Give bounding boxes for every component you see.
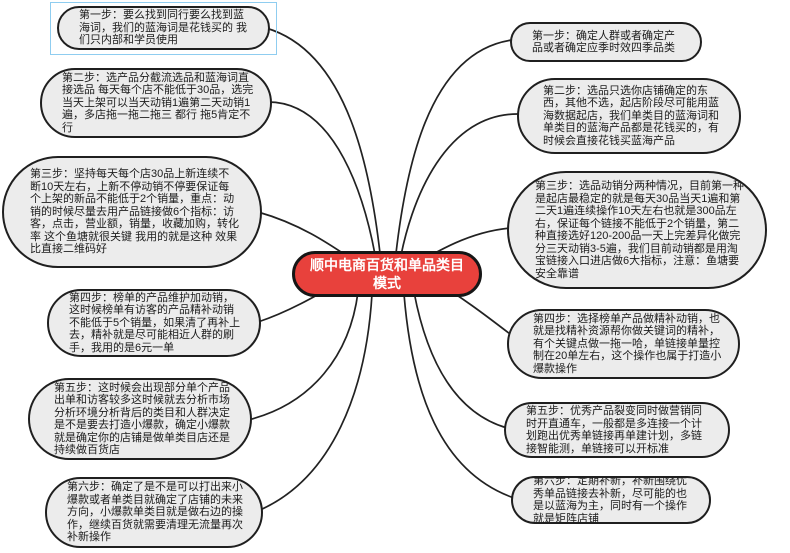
node-text: 第一步：要么找到同行要么找到蓝海词，我们的蓝海词是花钱买的 我们只内部和学员使用: [79, 9, 248, 47]
node-text: 第三步：选品动销分两种情况，目前第一种是起店最稳定的就是每天30品当天1遍和第二…: [535, 180, 744, 280]
mindmap-node-left-step-5[interactable]: 第五步：这时候会出现部分单个产品出单和访客较多这时候就去分析市场分析环境分析背后…: [28, 378, 252, 460]
node-text: 第六步：定期补新，补新围绕优秀单品链接去补新，尽可能的也是以蓝海为主，同时有一个…: [533, 476, 687, 524]
connector-left-2: [267, 101, 379, 273]
mindmap-node-right-step-2[interactable]: 第二步：选品只选你店铺确定的东西，其他不选，起店阶段尽可能用蓝海数据起店，我们单…: [517, 78, 741, 154]
connector-left-6: [259, 293, 373, 511]
connector-right-1: [393, 39, 513, 273]
node-text: 第四步：选择榜单产品做精补动销，也就是找精补资源帮你做关键词的精补，有个关键点做…: [533, 312, 722, 375]
connector-right-6: [403, 293, 515, 499]
mindmap-node-right-step-6[interactable]: 第六步：定期补新，补新围绕优秀单品链接去补新，尽可能的也是以蓝海为主，同时有一个…: [511, 476, 711, 524]
mindmap-node-right-step-5[interactable]: 第五步：优秀产品裂变同时做营销同时开直通车，一般都是多连接一个计划跑出优秀单链接…: [504, 402, 730, 458]
connector-right-2: [397, 113, 521, 273]
mindmap-node-left-step-1[interactable]: 第一步：要么找到同行要么找到蓝海词，我们的蓝海词是花钱买的 我们只内部和学员使用: [57, 6, 270, 50]
mindmap-node-left-step-4[interactable]: 第四步：榜单的产品维护加动销，这时候榜单有访客的产品精补动销不能低于5个销量，如…: [47, 289, 261, 357]
node-text: 第三步：坚持每天每个店30品上新连续不断10天左右，上新不停动销不停要保证每个上…: [30, 168, 239, 256]
connector-left-5: [247, 291, 359, 421]
node-text: 第四步：榜单的产品维护加动销，这时候榜单有访客的产品精补动销不能低于5个销量，如…: [69, 291, 241, 354]
node-text: 第一步：确定人群或者确定产品或者确定应季时效四季品类: [532, 29, 675, 55]
mindmap-node-left-step-3[interactable]: 第三步：坚持每天每个店30品上新连续不断10天左右，上新不停动销不停要保证每个上…: [2, 156, 262, 268]
central-topic[interactable]: 顺中电商百货和单品类目模式: [292, 251, 482, 297]
node-text: 第二步：选品只选你店铺确定的东西，其他不选，起店阶段尽可能用蓝海数据起店，我们单…: [543, 84, 719, 147]
central-topic-label: 顺中电商百货和单品类目模式: [310, 257, 464, 291]
mindmap-node-left-step-2[interactable]: 第二步：选产品分截流选品和蓝海词直接选品 每天每个店不能低于30品，选完当天上架…: [40, 68, 272, 138]
node-text: 第五步：优秀产品裂变同时做营销同时开直通车，一般都是多连接一个计划跑出优秀单链接…: [526, 405, 702, 455]
connector-left-1: [265, 27, 383, 273]
connector-right-5: [413, 291, 508, 429]
selection-outline: [50, 2, 277, 55]
mindmap-node-right-step-4[interactable]: 第四步：选择榜单产品做精补动销，也就是找精补资源帮你做关键词的精补，有个关键点做…: [507, 309, 740, 379]
mindmap-node-right-step-3[interactable]: 第三步：选品动销分两种情况，目前第一种是起店最稳定的就是每天30品当天1遍和第二…: [507, 171, 767, 289]
node-text: 第五步：这时候会出现部分单个产品出单和访客较多这时候就去分析市场分析环境分析背后…: [54, 381, 230, 457]
node-text: 第二步：选产品分截流选品和蓝海词直接选品 每天每个店不能低于30品，选完当天上架…: [62, 71, 254, 134]
mindmap-node-left-step-6[interactable]: 第六步：确定了是不是可以打出来小爆款或者单类目就确定了店铺的未来方向，小爆款单类…: [45, 477, 263, 548]
mindmap-node-right-step-1[interactable]: 第一步：确定人群或者确定产品或者确定应季时效四季品类: [510, 22, 702, 62]
node-text: 第六步：确定了是不是可以打出来小爆款或者单类目就确定了店铺的未来方向，小爆款单类…: [67, 481, 243, 544]
